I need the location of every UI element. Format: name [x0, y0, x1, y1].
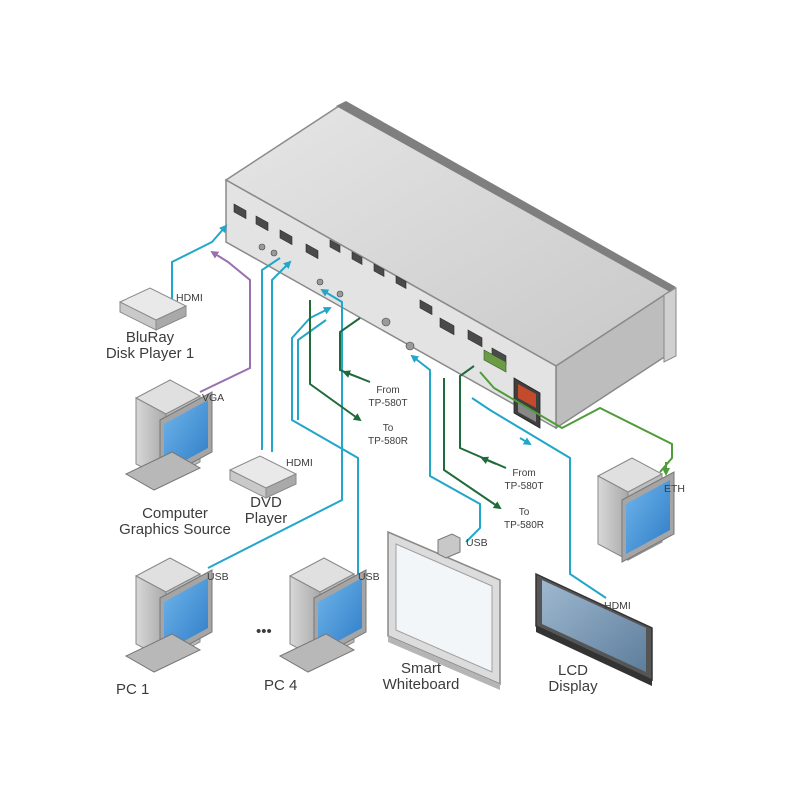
cable-eth	[479, 371, 673, 473]
label-usb-pc1: USB	[207, 571, 229, 583]
cable-hdmi-dvd	[271, 260, 292, 452]
label-line: Display	[548, 678, 598, 695]
label-line: Whiteboard	[383, 676, 460, 693]
label-line: To	[519, 507, 530, 518]
ellipsis: •••	[256, 623, 272, 640]
cable-usb-pc4	[291, 307, 359, 574]
label-line: TP-580T	[505, 481, 544, 492]
smart-whiteboard	[387, 530, 501, 690]
label-line: DVD	[250, 494, 282, 511]
pc1-computer	[124, 557, 213, 673]
terminal-block	[483, 349, 507, 373]
cable-loop-2	[297, 319, 327, 420]
label-pc1: PC 1	[116, 681, 149, 698]
label-eth: ETH	[664, 483, 685, 495]
cable-vga	[199, 250, 251, 393]
label-hdmi-bluray: HDMI	[176, 292, 203, 304]
label-line: TP-580R	[368, 436, 408, 447]
label-line: Computer	[142, 505, 208, 522]
bluray-player	[118, 287, 188, 331]
cable-usb-pc1	[207, 288, 343, 569]
cable-loop-1	[261, 257, 281, 450]
cable-usb-whiteboard	[410, 354, 481, 543]
label-line: LCD	[558, 662, 588, 679]
label-line: Player	[245, 510, 288, 527]
label-line: Smart	[401, 660, 442, 677]
computer-graphics-source-pc	[124, 379, 213, 491]
label-line: Graphics Source	[119, 521, 231, 538]
label-line: BluRay	[126, 329, 175, 346]
eth-computer	[596, 457, 675, 563]
rear-panel-jacks	[258, 243, 415, 351]
cable-to-tp580r-1	[309, 300, 362, 422]
label-hdmi-lcd: HDMI	[604, 600, 631, 612]
cable-hdmi-bluray	[171, 224, 228, 300]
pc4-computer	[278, 557, 367, 673]
label-line: TP-580R	[504, 520, 544, 531]
label-usb-whiteboard: USB	[466, 537, 488, 549]
matrix-switcher-unit	[224, 101, 677, 430]
label-pc4: PC 4	[264, 677, 297, 694]
cables	[171, 224, 673, 599]
label-line: Disk Player 1	[106, 345, 194, 362]
lcd-display	[535, 572, 653, 686]
power-module	[513, 377, 541, 429]
cable-hdmi-lcd	[471, 397, 607, 599]
label-line: From	[376, 385, 399, 396]
cable-to-tp580r-2	[443, 378, 502, 510]
label-line: TP-580T	[369, 398, 408, 409]
label-hdmi-dvd: HDMI	[286, 457, 313, 469]
label-line: From	[512, 468, 535, 479]
label-line: To	[383, 423, 394, 434]
dvd-player	[228, 455, 298, 499]
label-usb-pc4: USB	[358, 571, 380, 583]
label-vga: VGA	[202, 392, 224, 404]
